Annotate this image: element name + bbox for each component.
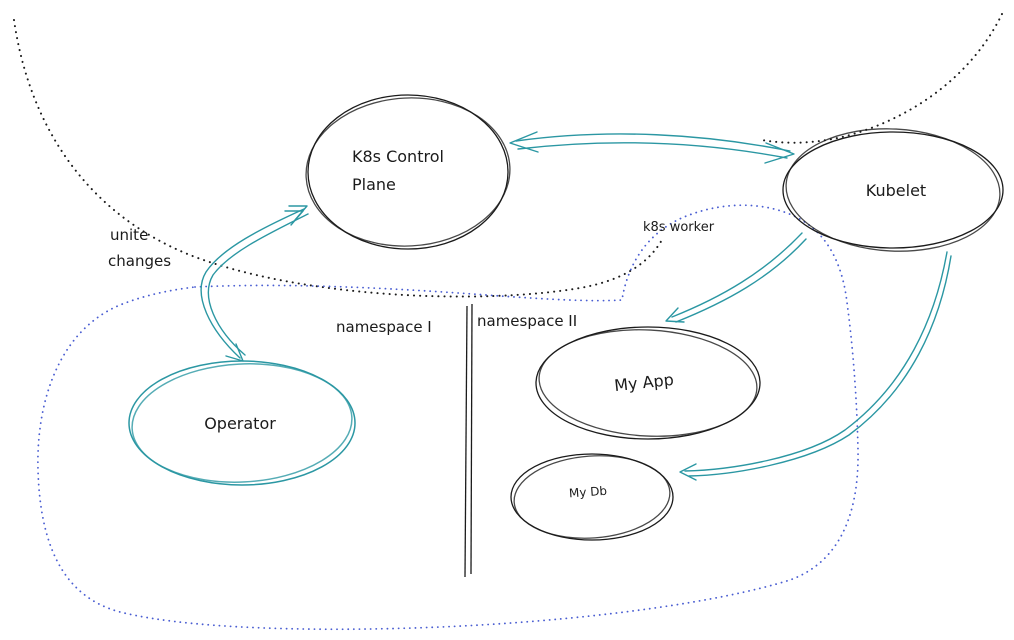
my-app-node	[535, 326, 761, 440]
namespace-divider	[464, 303, 473, 578]
control-plane-label-line1: K8s Control	[352, 147, 444, 166]
arrow-operator-controlplane	[200, 205, 309, 362]
my-db-ellipse	[510, 453, 674, 541]
control-plane-boundary-dotted	[13, 13, 1003, 298]
kubelet-node	[782, 128, 1004, 252]
my-app-ellipse	[535, 326, 761, 440]
kubelet-ellipse	[782, 131, 1004, 249]
namespace-1-label: namespace I	[336, 318, 432, 336]
my-db-label: My Db	[568, 484, 607, 501]
arrowhead	[665, 307, 685, 323]
arrow-line	[671, 232, 803, 318]
divider-line-2	[470, 303, 473, 575]
my-db-node	[510, 453, 674, 541]
divider-line-1	[464, 305, 468, 578]
arrow-line	[684, 251, 948, 472]
boundary-arc-right	[761, 13, 1003, 144]
arrowhead-left	[509, 131, 539, 153]
unite-changes-label-line1: unite	[110, 226, 148, 244]
control-plane-node	[305, 94, 511, 250]
operator-label: Operator	[204, 414, 276, 433]
my-app-label: My App	[613, 370, 674, 395]
control-plane-ellipse	[307, 94, 509, 250]
control-plane-label-line2: Plane	[352, 175, 396, 194]
my-app-ellipse-sketch	[538, 329, 758, 437]
k8s-worker-label: k8s worker	[643, 220, 715, 235]
arrowhead-right	[764, 142, 795, 164]
kubelet-label: Kubelet	[866, 181, 926, 200]
namespace-2-label: namespace II	[477, 312, 577, 330]
unite-changes-label-line2: changes	[108, 252, 171, 270]
arrow-line	[200, 208, 305, 359]
kubelet-ellipse-sketch	[785, 128, 1001, 252]
arrowhead	[679, 463, 697, 481]
arrow-line-sketch	[675, 238, 807, 323]
control-plane-ellipse-sketch	[305, 97, 511, 247]
arrow-line-sketch	[207, 213, 309, 356]
arrowhead-bottom	[225, 343, 244, 362]
arrow-kubelet-mydb	[679, 251, 952, 481]
operator-ellipse-sketch	[131, 363, 353, 483]
arrow-line-sketch	[517, 142, 788, 159]
arrow-kubelet-myapp	[665, 232, 807, 323]
my-db-ellipse-sketch	[513, 455, 671, 539]
arrow-controlplane-kubelet	[509, 131, 795, 164]
arrow-line-sketch	[688, 255, 952, 477]
arrow-line	[515, 133, 791, 152]
arrowhead-top-sketch	[284, 210, 304, 226]
